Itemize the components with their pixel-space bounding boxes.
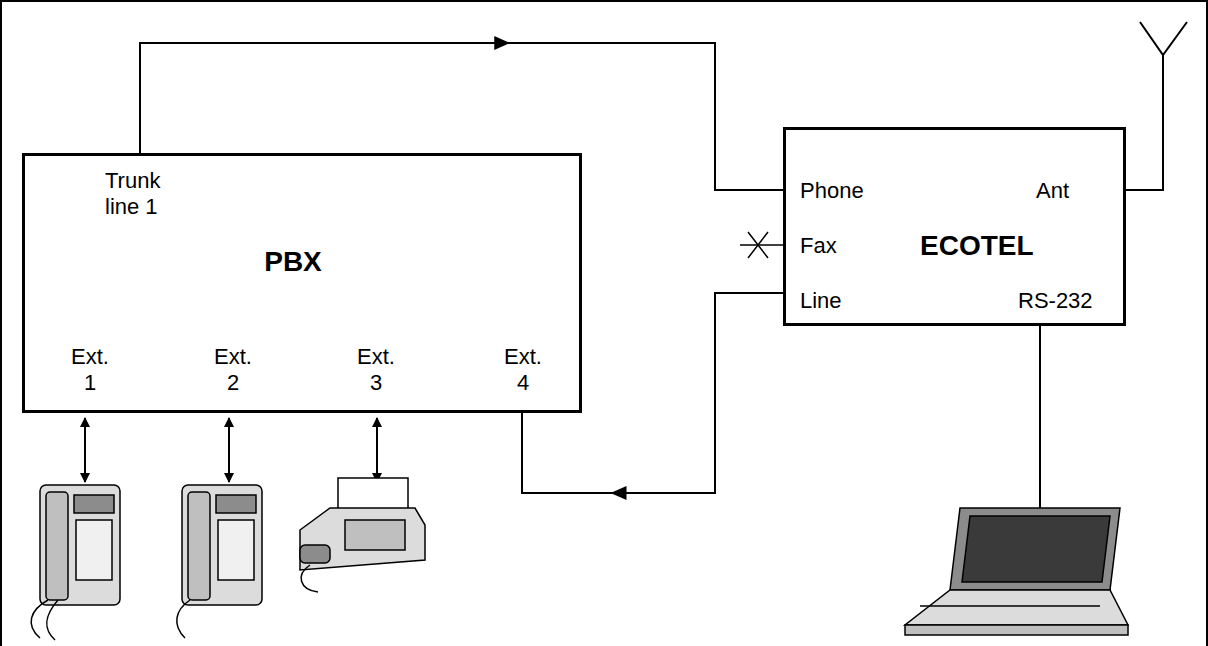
box-title: PBX (243, 246, 343, 278)
serial-cable (1039, 326, 1041, 508)
arrowhead (611, 486, 627, 500)
port-label: Ext. 3 (351, 344, 401, 396)
box-title: ECOTEL (920, 230, 1034, 262)
port-label: Trunk line 1 (105, 168, 177, 220)
double-arrow (84, 418, 86, 482)
telephone-icon (31, 485, 120, 640)
antenna-symbol (1126, 22, 1187, 190)
telephone-icon (177, 485, 262, 638)
laptop-icon (905, 508, 1128, 635)
no-connection-mark (740, 232, 783, 258)
port-label: Ext. 4 (498, 344, 548, 396)
fax-icon (300, 478, 425, 592)
port-label: Line (800, 288, 842, 314)
port-label: Ext. 2 (208, 344, 258, 396)
pbx-box: Trunk line 1 PBX Ext. 1 Ext. 2 Ext. 3 Ext. 4 (22, 153, 582, 413)
port-label: Fax (800, 233, 837, 259)
port-label: Phone (800, 178, 864, 204)
arrowhead (494, 36, 510, 50)
double-arrow (228, 418, 230, 482)
port-label: Ext. 1 (65, 344, 115, 396)
ecotel-box: Phone AntFax ECOTEL Line RS-232 (783, 127, 1126, 326)
port-label: Ant (1036, 178, 1069, 204)
port-label: RS-232 (1018, 288, 1093, 314)
double-arrow (376, 418, 378, 482)
